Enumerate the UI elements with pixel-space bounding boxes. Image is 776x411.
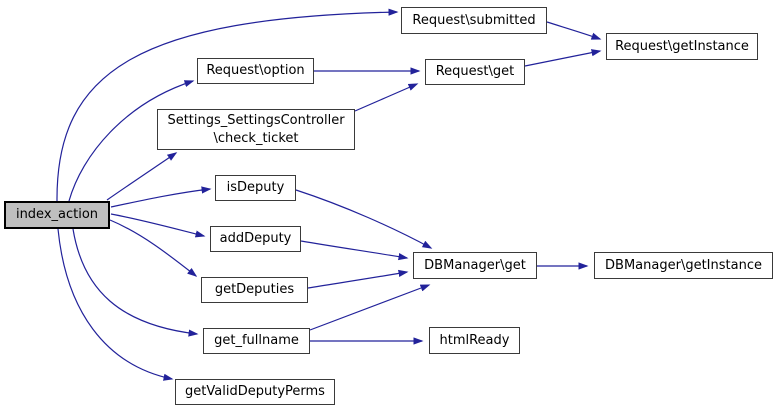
node-request_get[interactable]: Request\get (425, 59, 525, 85)
edge-index_action-to-request_submitted (56, 8, 399, 202)
node-index_action[interactable]: index_action (4, 201, 110, 229)
node-get_fullname[interactable]: get_fullname (203, 328, 310, 354)
edge-index_action-to-isdeputy (110, 186, 212, 208)
node-request_submitted[interactable]: Request\submitted (401, 7, 547, 34)
node-htmlready[interactable]: htmlReady (429, 327, 520, 354)
edges-group (56, 8, 602, 381)
edge-adddeputy-to-dbmanager_get (300, 240, 409, 261)
node-request_getinstance[interactable]: Request\getInstance (606, 33, 758, 60)
node-isdeputy[interactable]: isDeputy (215, 175, 296, 201)
edge-index_action-to-getdeputies (109, 219, 198, 277)
edge-index_action-to-get_fullname (72, 228, 199, 337)
node-settings_check_ticket[interactable]: Settings_SettingsController \check_ticke… (157, 109, 355, 150)
node-getdeputies[interactable]: getDeputies (201, 277, 308, 303)
edge-index_action-to-request_option (68, 80, 195, 202)
node-dbmanager_getinstance[interactable]: DBManager\getInstance (594, 252, 773, 279)
node-getvaliddeputyperms[interactable]: getValidDeputyPerms (175, 379, 335, 405)
node-dbmanager_get[interactable]: DBManager\get (413, 252, 537, 279)
edge-index_action-to-adddeputy (110, 213, 206, 238)
edge-isdeputy-to-dbmanager_get (295, 189, 433, 249)
edge-index_action-to-getvaliddeputyperms (57, 228, 174, 381)
node-adddeputy[interactable]: addDeputy (210, 226, 301, 252)
edge-getdeputies-to-dbmanager_get (307, 269, 409, 289)
edge-settings_check_ticket-to-request_get (354, 83, 419, 112)
edge-request_submitted-to-request_getinstance (546, 21, 602, 40)
edge-get_fullname-to-dbmanager_get (309, 284, 431, 331)
edge-request_get-to-request_getinstance (524, 49, 602, 67)
node-request_option[interactable]: Request\option (197, 58, 314, 84)
edge-index_action-to-settings_check_ticket (106, 152, 178, 201)
